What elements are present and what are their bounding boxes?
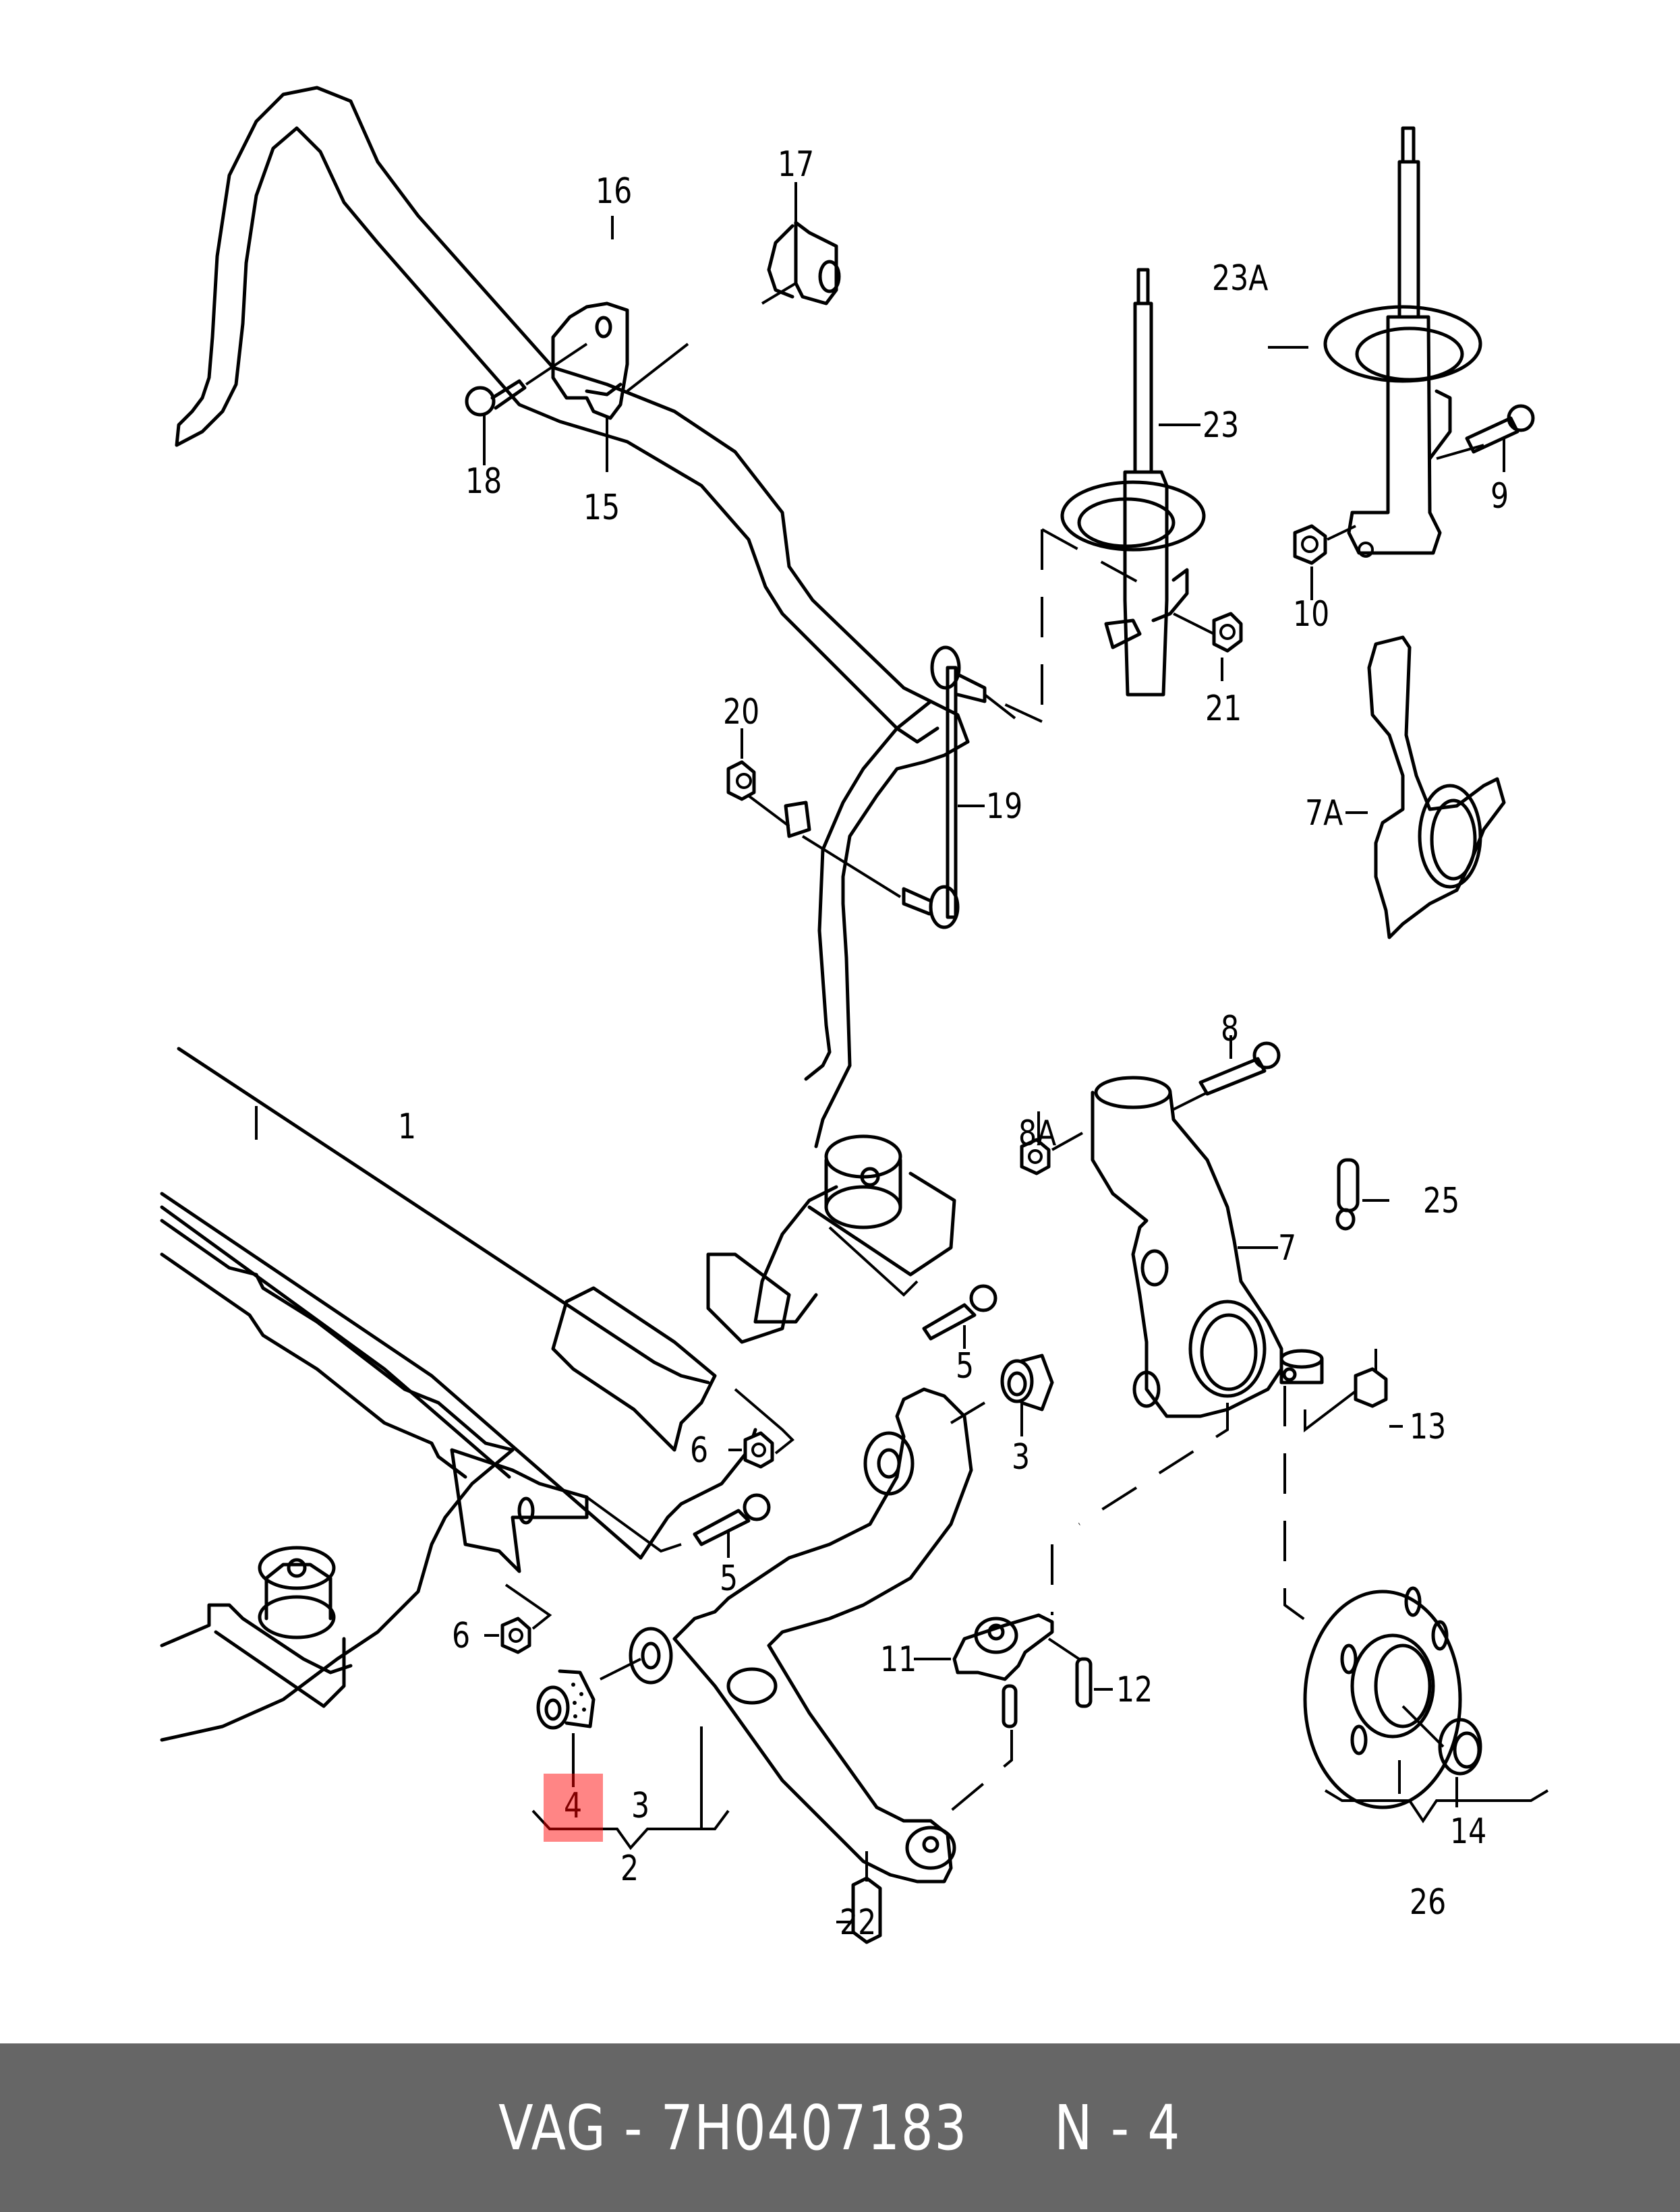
part-info-footer: VAG - 7H0407183 N - 4: [0, 2043, 1680, 2212]
nut-22: [836, 1851, 882, 1944]
stabilizer-bushing-17: [761, 182, 841, 305]
bolt-9: [1465, 404, 1535, 472]
callout-10: 10: [1293, 594, 1330, 635]
bushing-4: [536, 1658, 641, 1787]
ball-joint-11: [914, 1544, 1054, 1829]
nut-13: [1354, 1349, 1403, 1428]
bolt-5-lower: [585, 1493, 771, 1558]
callout-13: 13: [1410, 1407, 1447, 1447]
callout-16: 16: [596, 171, 633, 212]
nut-20: [726, 728, 902, 898]
callout-3: 3: [631, 1786, 650, 1826]
nut-8A: [1020, 1111, 1083, 1175]
callout-19: 19: [986, 786, 1023, 827]
callout-14: 14: [1450, 1811, 1487, 1852]
callout-22: 22: [840, 1902, 877, 1943]
bracket-2: [531, 1809, 730, 1851]
callout-3-upper: 3: [1012, 1437, 1031, 1478]
callout-2: 2: [620, 1849, 639, 1889]
callout-4: 4: [564, 1786, 583, 1826]
stabilizer-link-19: [902, 645, 1016, 929]
callout-7A: 7A: [1305, 793, 1343, 834]
callout-21: 21: [1205, 689, 1242, 729]
shock-absorber-23A: [1268, 126, 1484, 558]
bolt-5-upper: [828, 1226, 997, 1349]
callout-8A: 8A: [1018, 1113, 1057, 1154]
bracket-25: [1335, 1158, 1389, 1231]
part-number-caption: VAG - 7H0407183 N - 4: [498, 2091, 1182, 2164]
nut-6-upper: [728, 1388, 794, 1469]
callout-11: 11: [880, 1639, 917, 1680]
bolt-18: [465, 343, 588, 465]
callout-6-lower: 6: [452, 1616, 471, 1656]
nut-10: [1293, 524, 1356, 600]
callout-12: 12: [1116, 1670, 1153, 1710]
callout-8: 8: [1221, 1009, 1240, 1049]
bolt-12: [1047, 1637, 1113, 1708]
diagram-line-art: [160, 86, 1549, 1944]
nut-6-lower: [484, 1583, 552, 1654]
callout-20: 20: [723, 692, 760, 732]
callout-5-upper: 5: [956, 1346, 975, 1387]
axle-nut-14: [1438, 1718, 1482, 1807]
callout-26: 26: [1410, 1882, 1447, 1923]
stabilizer-bar-16: [175, 86, 970, 1148]
callout-23A: 23A: [1212, 258, 1269, 299]
stabilizer-clamp-15: [551, 301, 689, 472]
steering-knuckle-7: [1078, 1076, 1377, 1633]
bushing-3: [950, 1354, 1054, 1436]
callout-25: 25: [1423, 1181, 1460, 1221]
control-arm-2: [629, 1387, 973, 1884]
steering-knuckle-7A: [1345, 635, 1506, 939]
subframe-1: [160, 1047, 956, 1742]
callout-23: 23: [1203, 405, 1240, 446]
nut-21: [1212, 612, 1243, 681]
shock-absorber-23: [997, 268, 1228, 723]
callout-1: 1: [398, 1107, 417, 1147]
callout-18: 18: [465, 461, 502, 502]
callout-7: 7: [1278, 1228, 1297, 1269]
parts-diagram: 16 17 18 15 23 23A 9 10 21 20 19 7A 1 8 …: [160, 86, 1549, 1944]
wheel-hub-26: [1303, 1586, 1549, 1824]
highlighted-part-marker: [544, 1774, 603, 1842]
callout-9: 9: [1490, 476, 1509, 517]
callout-15: 15: [583, 488, 620, 528]
bolt-8: [1173, 1035, 1281, 1111]
callout-6-upper: 6: [690, 1430, 709, 1471]
callout-17: 17: [778, 144, 815, 185]
callout-5-lower: 5: [720, 1559, 738, 1599]
